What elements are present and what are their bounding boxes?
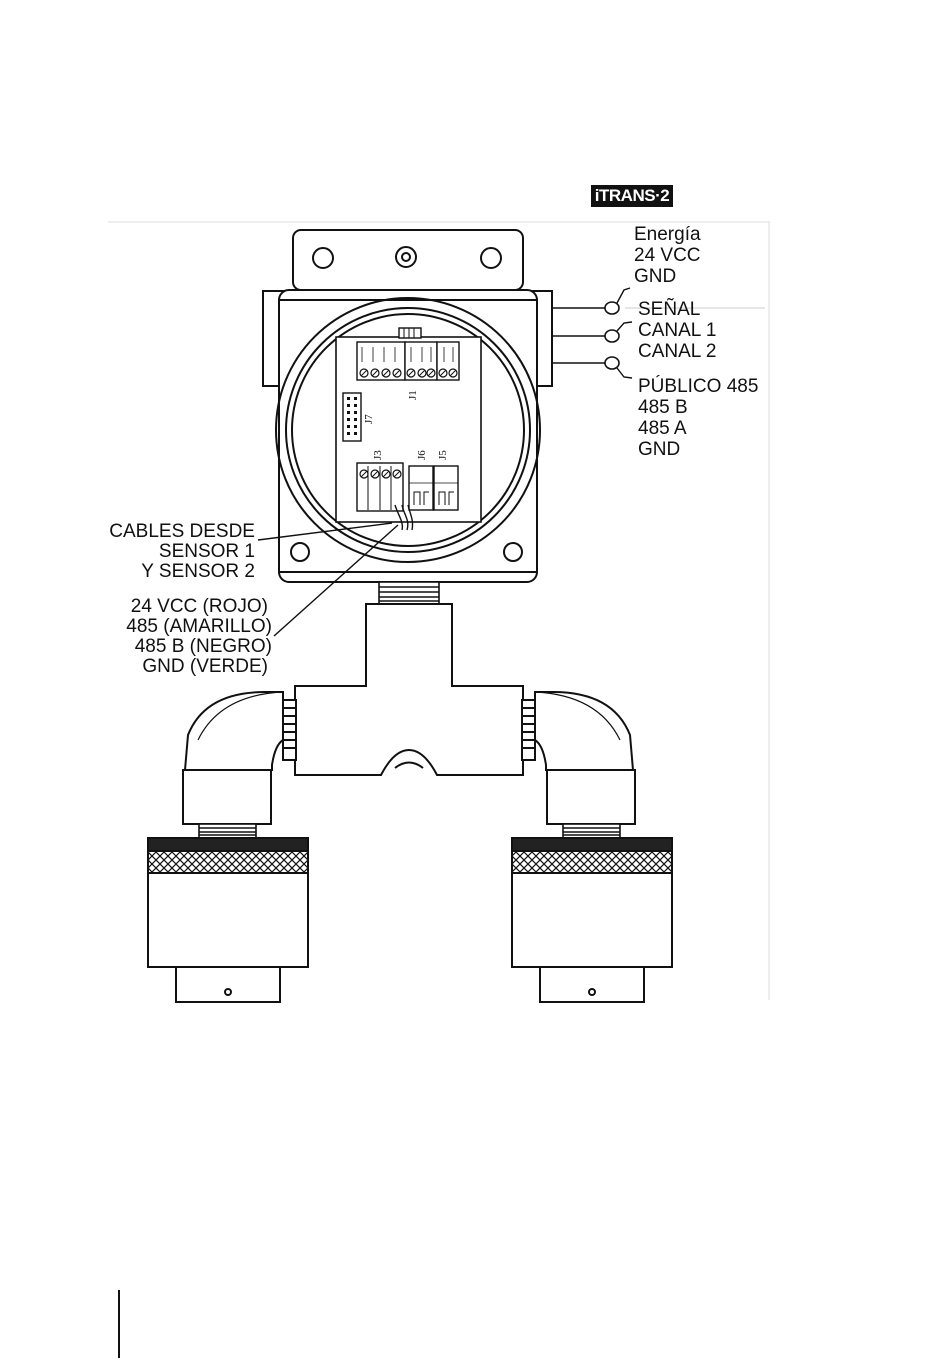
- cable-gland-markers: [605, 302, 619, 369]
- bus-label-line-3: 485 A: [638, 418, 687, 439]
- bus-label-line-4: GND: [638, 439, 680, 460]
- connector-label-j5: J5: [437, 450, 449, 460]
- signal-label-line-3: CANAL 2: [638, 341, 717, 362]
- bus-label-group: PÚBLICO 485 485 B 485 A GND: [638, 375, 758, 460]
- right-sensor-head: [512, 838, 672, 1002]
- signal-label-line-2: CANAL 1: [638, 320, 717, 341]
- left-sensor-thread: [199, 824, 256, 838]
- bus-label-line-1: PÚBLICO 485: [638, 375, 758, 397]
- connector-label-j3: J3: [372, 450, 384, 460]
- circuit-board: J7 J1 J3 J6 J5: [336, 328, 481, 530]
- left-sensor-head: [148, 838, 308, 1002]
- wire-color-label-3: 485 B (NEGRO): [135, 636, 272, 657]
- page-margin-rule: [118, 1290, 120, 1358]
- connector-label-j6: J6: [416, 450, 428, 460]
- right-sensor-thread: [563, 824, 620, 838]
- sensor-cables-label-group: CABLES DESDE SENSOR 1 Y SENSOR 2: [109, 521, 255, 582]
- sensor-cables-label-line-1: CABLES DESDE: [109, 521, 255, 542]
- right-elbow: [522, 692, 635, 824]
- sensor-cables-label-line-3: Y SENSOR 2: [141, 561, 255, 582]
- wire-color-label-4: GND (VERDE): [142, 656, 268, 677]
- conduit-nipple: [379, 582, 439, 604]
- sensor-cables-label-line-2: SENSOR 1: [159, 541, 255, 562]
- power-label-group: Energía 24 VCC GND: [634, 224, 701, 287]
- wire-color-label-1: 24 VCC (ROJO): [131, 596, 268, 617]
- wire-colors-label-group: 24 VCC (ROJO) 485 (AMARILLO) 485 B (NEGR…: [126, 596, 272, 677]
- bus-label-line-2: 485 B: [638, 397, 688, 418]
- connector-label-j7: J7: [363, 414, 375, 424]
- power-label-line-2: 24 VCC: [634, 245, 701, 266]
- conduit-tee: [295, 604, 523, 775]
- connector-label-j1: J1: [407, 390, 419, 400]
- signal-label-line-1: SEÑAL: [638, 298, 700, 320]
- wire-color-label-2: 485 (AMARILLO): [126, 616, 272, 637]
- power-label-line-3: GND: [634, 266, 676, 287]
- power-label-line-1: Energía: [634, 224, 701, 245]
- left-elbow: [183, 692, 296, 824]
